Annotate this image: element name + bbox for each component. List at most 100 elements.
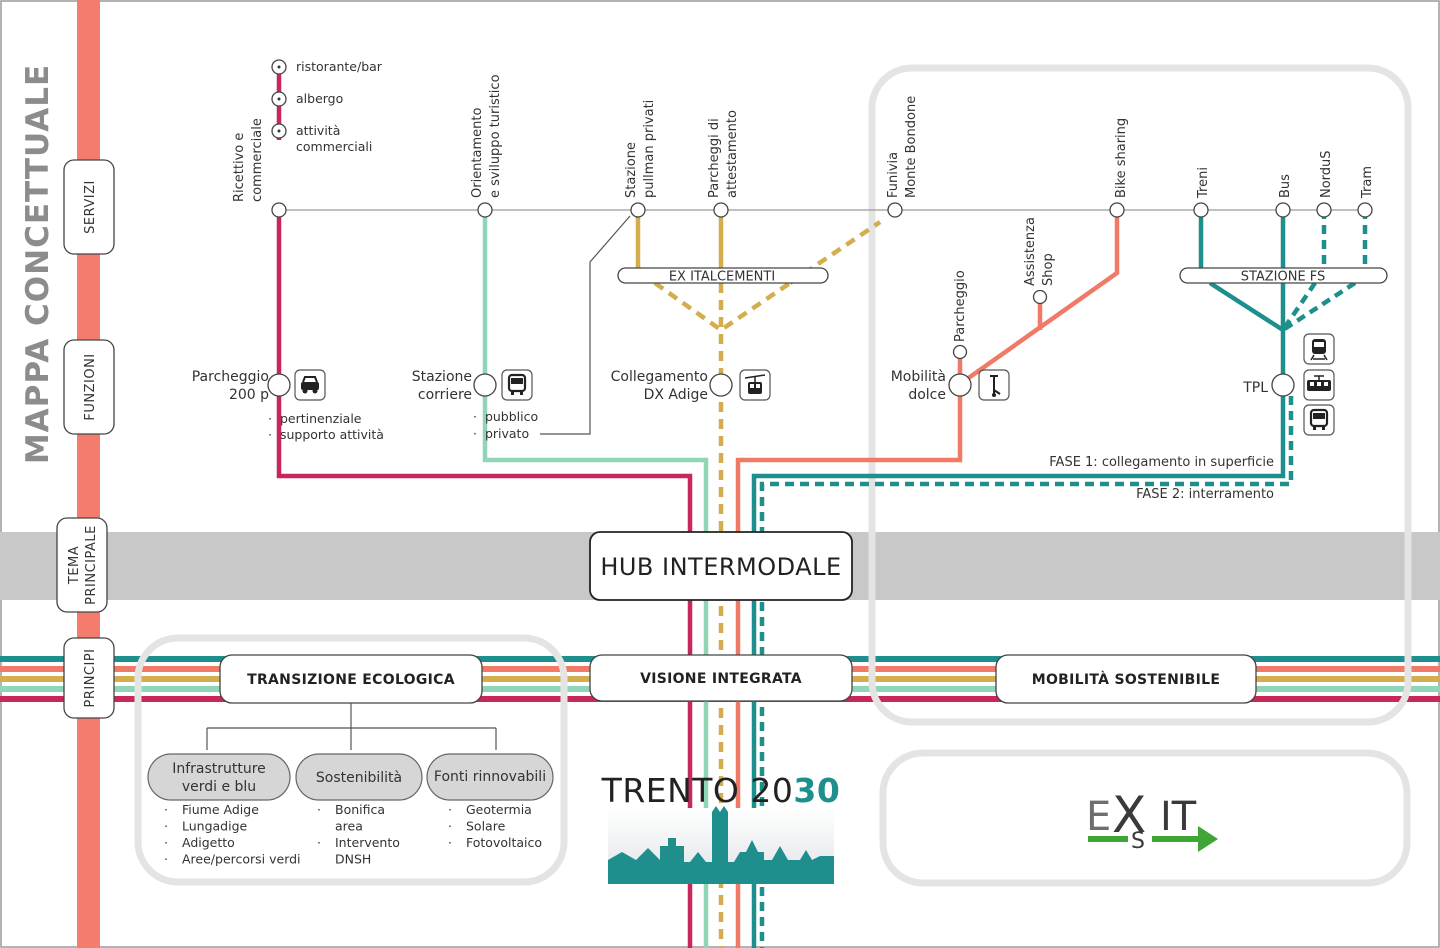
- list-bullet: ·: [164, 819, 168, 834]
- cable-car-icon: [739, 369, 771, 401]
- label-attivita-2: commerciali: [296, 139, 372, 154]
- label-collegamento-2: DX Adige: [644, 387, 708, 403]
- label-pertinenziale: · pertinenziale: [268, 411, 362, 426]
- side-principi: PRINCIPI: [63, 637, 115, 719]
- label-parcheggio-1: Parcheggio: [192, 369, 269, 385]
- frame-transizione: [134, 634, 568, 886]
- bus-icon: [501, 369, 533, 401]
- trento-title-b: 30: [793, 771, 840, 810]
- label-parcheggio-2: 200 p: [229, 387, 269, 403]
- car-icon: [294, 369, 326, 401]
- list-item: Fotovoltaico: [466, 835, 542, 850]
- label-mobilita-1: Mobilità: [891, 369, 946, 385]
- teal-line: [751, 210, 1368, 948]
- list-item: Fiume Adige: [182, 802, 259, 817]
- tram-icon: [1303, 369, 1335, 401]
- label-parcheggio-v: Parcheggio: [953, 270, 968, 342]
- label-fase1: FASE 1: collegamento in superficie: [1049, 455, 1274, 470]
- label-privato: · privato: [473, 426, 529, 441]
- label-bus: Bus: [1278, 174, 1293, 198]
- service-labels: Ricettivo e commerciale Orientamento e s…: [232, 74, 1375, 342]
- station-fs: STAZIONE FS: [1179, 267, 1388, 285]
- fonti-list: ·Geotermia·Solare·Fotovoltaico: [448, 802, 542, 850]
- train-icon: [1303, 333, 1335, 365]
- bus-icon-2: [1303, 404, 1335, 436]
- label-stazione-corriere-2: corriere: [418, 387, 472, 403]
- principle-mobilita: MOBILITÀ SOSTENIBILE: [995, 654, 1257, 704]
- label-mobilita-2: dolce: [908, 387, 946, 403]
- function-nodes: [267, 373, 1295, 397]
- label-collegamento-1: Collegamento: [611, 369, 708, 385]
- label-bike-sharing: Bike sharing: [1114, 118, 1129, 198]
- label-ricettivo-2: commerciale: [250, 118, 265, 202]
- list-item: Solare: [466, 819, 506, 834]
- pill-infra-label-2: verdi e blu: [182, 779, 256, 795]
- label-stazione-pullman-1: Stazione: [624, 142, 639, 198]
- infra-list: ·Fiume Adige·Lungadige·Adigetto·Aree/per…: [164, 802, 301, 867]
- label-ristorante: ristorante/bar: [296, 59, 383, 74]
- label-treni: Treni: [1196, 167, 1211, 199]
- label-funivia-1: Funivia: [886, 152, 901, 198]
- privato-text: privato: [485, 426, 529, 441]
- frame-mobilita: [868, 64, 1412, 726]
- station-ex-italcementi: EX ITALCEMENTI: [617, 267, 829, 285]
- pertinenziale-text: pertinenziale: [280, 411, 362, 426]
- list-bullet: ·: [448, 835, 452, 850]
- list-bullet: ·: [164, 802, 168, 817]
- pubblico-text: pubblico: [485, 409, 538, 424]
- list-item: Bonifica: [335, 802, 385, 817]
- side-funzioni: FUNZIONI: [63, 339, 115, 435]
- label-fase2: FASE 2: interramento: [1136, 487, 1274, 502]
- side-servizi-label: SERVIZI: [83, 180, 98, 234]
- label-parcheggi-1: Parcheggi di: [707, 118, 722, 198]
- connector-pullman: [540, 215, 631, 435]
- list-item: Aree/percorsi verdi: [182, 852, 301, 867]
- side-tema-label-1: TEMA: [67, 546, 82, 585]
- label-orientamento-2: e sviluppo turistico: [488, 74, 503, 198]
- label-stazione-corriere-1: Stazione: [412, 369, 472, 385]
- service-nodes: [271, 202, 1373, 360]
- principle-visione: VISIONE INTEGRATA: [589, 654, 853, 702]
- principle-transizione-label: TRANSIZIONE ECOLOGICA: [247, 672, 455, 688]
- supporto-text: supporto attività: [280, 427, 384, 442]
- salmon-line: [735, 210, 1120, 948]
- side-servizi: SERVIZI: [63, 159, 115, 255]
- skyline-icon: [608, 806, 834, 884]
- trento-title-a: TRENTO 20: [601, 771, 794, 810]
- scooter-icon: [978, 369, 1010, 401]
- side-tema-label-2: PRINCIPALE: [84, 525, 99, 605]
- pill-sost-label: Sostenibilità: [316, 770, 402, 786]
- spine-bar: [77, 0, 100, 948]
- logo-e: E: [1086, 794, 1111, 840]
- label-nordus: NorduS: [1319, 150, 1334, 198]
- frame-logo: [879, 749, 1411, 887]
- list-bullet: ·: [448, 819, 452, 834]
- logo-x: X: [1112, 786, 1146, 844]
- label-tram: Tram: [1360, 166, 1375, 199]
- function-labels: Parcheggio 200 p · pertinenziale · suppo…: [192, 369, 1274, 502]
- side-tema: TEMA PRINCIPALE: [56, 517, 108, 613]
- map-title: MAPPA CONCETTUALE: [20, 64, 56, 464]
- list-item: Lungadige: [182, 819, 248, 834]
- side-principi-label: PRINCIPI: [83, 648, 98, 707]
- list-bullet: ·: [317, 802, 321, 817]
- trento-title: TRENTO 2030: [601, 771, 841, 810]
- label-stazione-pullman-2: pullman privati: [642, 100, 657, 198]
- principle-visione-label: VISIONE INTEGRATA: [640, 671, 802, 687]
- pill-infra-label-1: Infrastrutture: [172, 761, 266, 777]
- pill-sostenibilita: Sostenibilità: [295, 753, 423, 801]
- label-ricettivo-1: Ricettivo e: [232, 133, 247, 202]
- label-albergo: albergo: [296, 91, 343, 106]
- label-assistenza-1: Assistenza: [1023, 217, 1038, 286]
- label-tpl: TPL: [1242, 380, 1268, 396]
- label-funivia-2: Monte Bondone: [904, 96, 919, 198]
- trento-2030: TRENTO 2030: [601, 771, 841, 884]
- list-item: Adigetto: [182, 835, 235, 850]
- list-bullet: ·: [317, 835, 321, 850]
- station-fs-label: STAZIONE FS: [1241, 270, 1326, 285]
- label-assistenza-2: Shop: [1041, 253, 1056, 286]
- principle-transizione: TRANSIZIONE ECOLOGICA: [219, 654, 483, 704]
- logo-bar-left: [1088, 836, 1128, 842]
- list-bullet: ·: [164, 835, 168, 850]
